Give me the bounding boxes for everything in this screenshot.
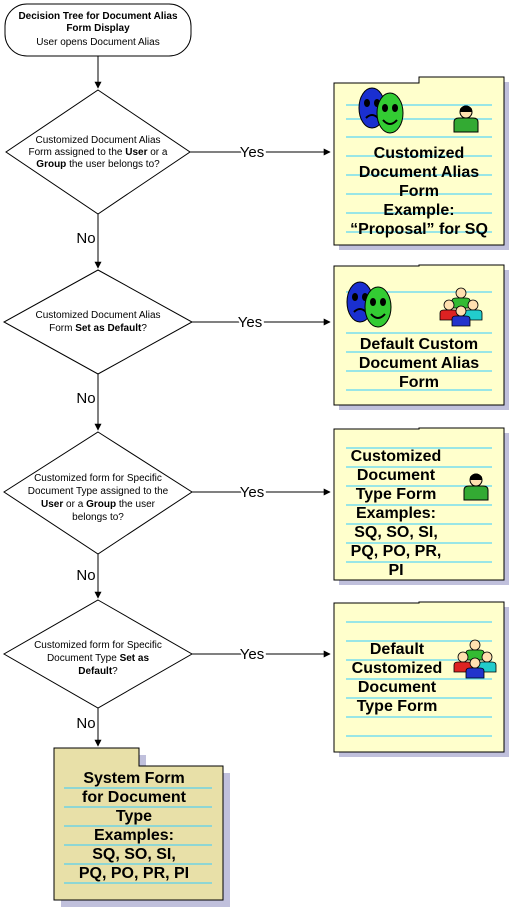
outcome-4-line3: Document [358, 679, 437, 696]
decision-4-line3: Default? [78, 666, 118, 677]
edge-label-no: No [76, 567, 95, 584]
final-line1: System Form [83, 770, 184, 787]
outcome-2-line2: Document Alias [359, 355, 479, 372]
outcome-3-line6: PQ, PO, PR, [351, 543, 442, 560]
outcome-4-line1: Default [370, 641, 425, 658]
decision-2: Customized Document Alias Form Set as De… [2, 269, 194, 375]
outcome-2-line1: Default Custom [360, 336, 478, 353]
outcome-3-line4: Examples: [356, 505, 436, 522]
decision-3-line4: belongs to? [72, 512, 124, 523]
final-note: System Form for Document Type Examples: … [53, 747, 230, 907]
outcome-1-line2: Document Alias [359, 164, 479, 181]
start-title-line2: Form Display [66, 23, 130, 34]
outcome-3-line3: Type Form [356, 486, 437, 503]
edge-label-yes: Yes [240, 646, 264, 663]
edge-label-no: No [76, 230, 95, 247]
start-node: Decision Tree for Document Alias Form Di… [4, 3, 192, 57]
decision-1: Customized Document Alias Form assigned … [5, 89, 191, 215]
outcome-3-line2: Document [357, 467, 436, 484]
outcome-4-line4: Type Form [357, 698, 438, 715]
decision-3: Customized form for Specific Document Ty… [3, 431, 193, 555]
start-title-line1: Decision Tree for Document Alias [18, 11, 178, 22]
outcome-1-line4: Example: [383, 202, 454, 219]
final-line4: Examples: [94, 827, 174, 844]
decision-3-line3: User or a Group the user [41, 499, 156, 510]
decision-4-line2: Document Type Set as [47, 653, 150, 664]
edge-label-yes: Yes [240, 144, 264, 161]
outcome-3-note: Customized Document Type Form Examples: … [333, 427, 509, 585]
final-line2: for Document [82, 789, 187, 806]
outcome-1-line3: Form [399, 183, 439, 200]
decision-4: Customized form for Specific Document Ty… [2, 599, 194, 709]
decision-1-line2: Form assigned to the User or a [29, 147, 168, 158]
decision-3-line2: Document Type assigned to the [28, 486, 169, 497]
start-subtitle: User opens Document Alias [36, 37, 159, 48]
outcome-3-line7: PI [388, 562, 403, 579]
edge-label-yes: Yes [240, 484, 264, 501]
final-line3: Type [116, 808, 152, 825]
final-line6: PQ, PO, PR, PI [79, 865, 189, 882]
decision-2-line1: Customized Document Alias [35, 310, 160, 321]
edge-label-no: No [76, 390, 95, 407]
edge-label-yes: Yes [238, 314, 262, 331]
outcome-1-note: Customized Document Alias Form Example: … [333, 76, 509, 250]
outcome-2-line3: Form [399, 374, 439, 391]
decision-2-line2: Form Set as Default? [49, 323, 147, 334]
edge-label-no: No [76, 715, 95, 732]
outcome-4-line2: Customized [352, 660, 443, 677]
outcome-1-line5: “Proposal” for SQ [350, 221, 488, 238]
decision-1-line3: Group the user belongs to? [36, 159, 160, 170]
outcome-3-line1: Customized [351, 448, 442, 465]
decision-3-line1: Customized form for Specific [34, 473, 162, 484]
decision-1-line1: Customized Document Alias [35, 135, 160, 146]
outcome-2-note: Default Custom Document Alias Form [333, 264, 509, 410]
outcome-1-line1: Customized [374, 145, 465, 162]
outcome-3-line5: SQ, SO, SI, [354, 524, 438, 541]
outcome-4-note: Default Customized Document Type Form [333, 601, 509, 757]
final-line5: SQ, SO, SI, [92, 846, 176, 863]
decision-4-line1: Customized form for Specific [34, 640, 162, 651]
